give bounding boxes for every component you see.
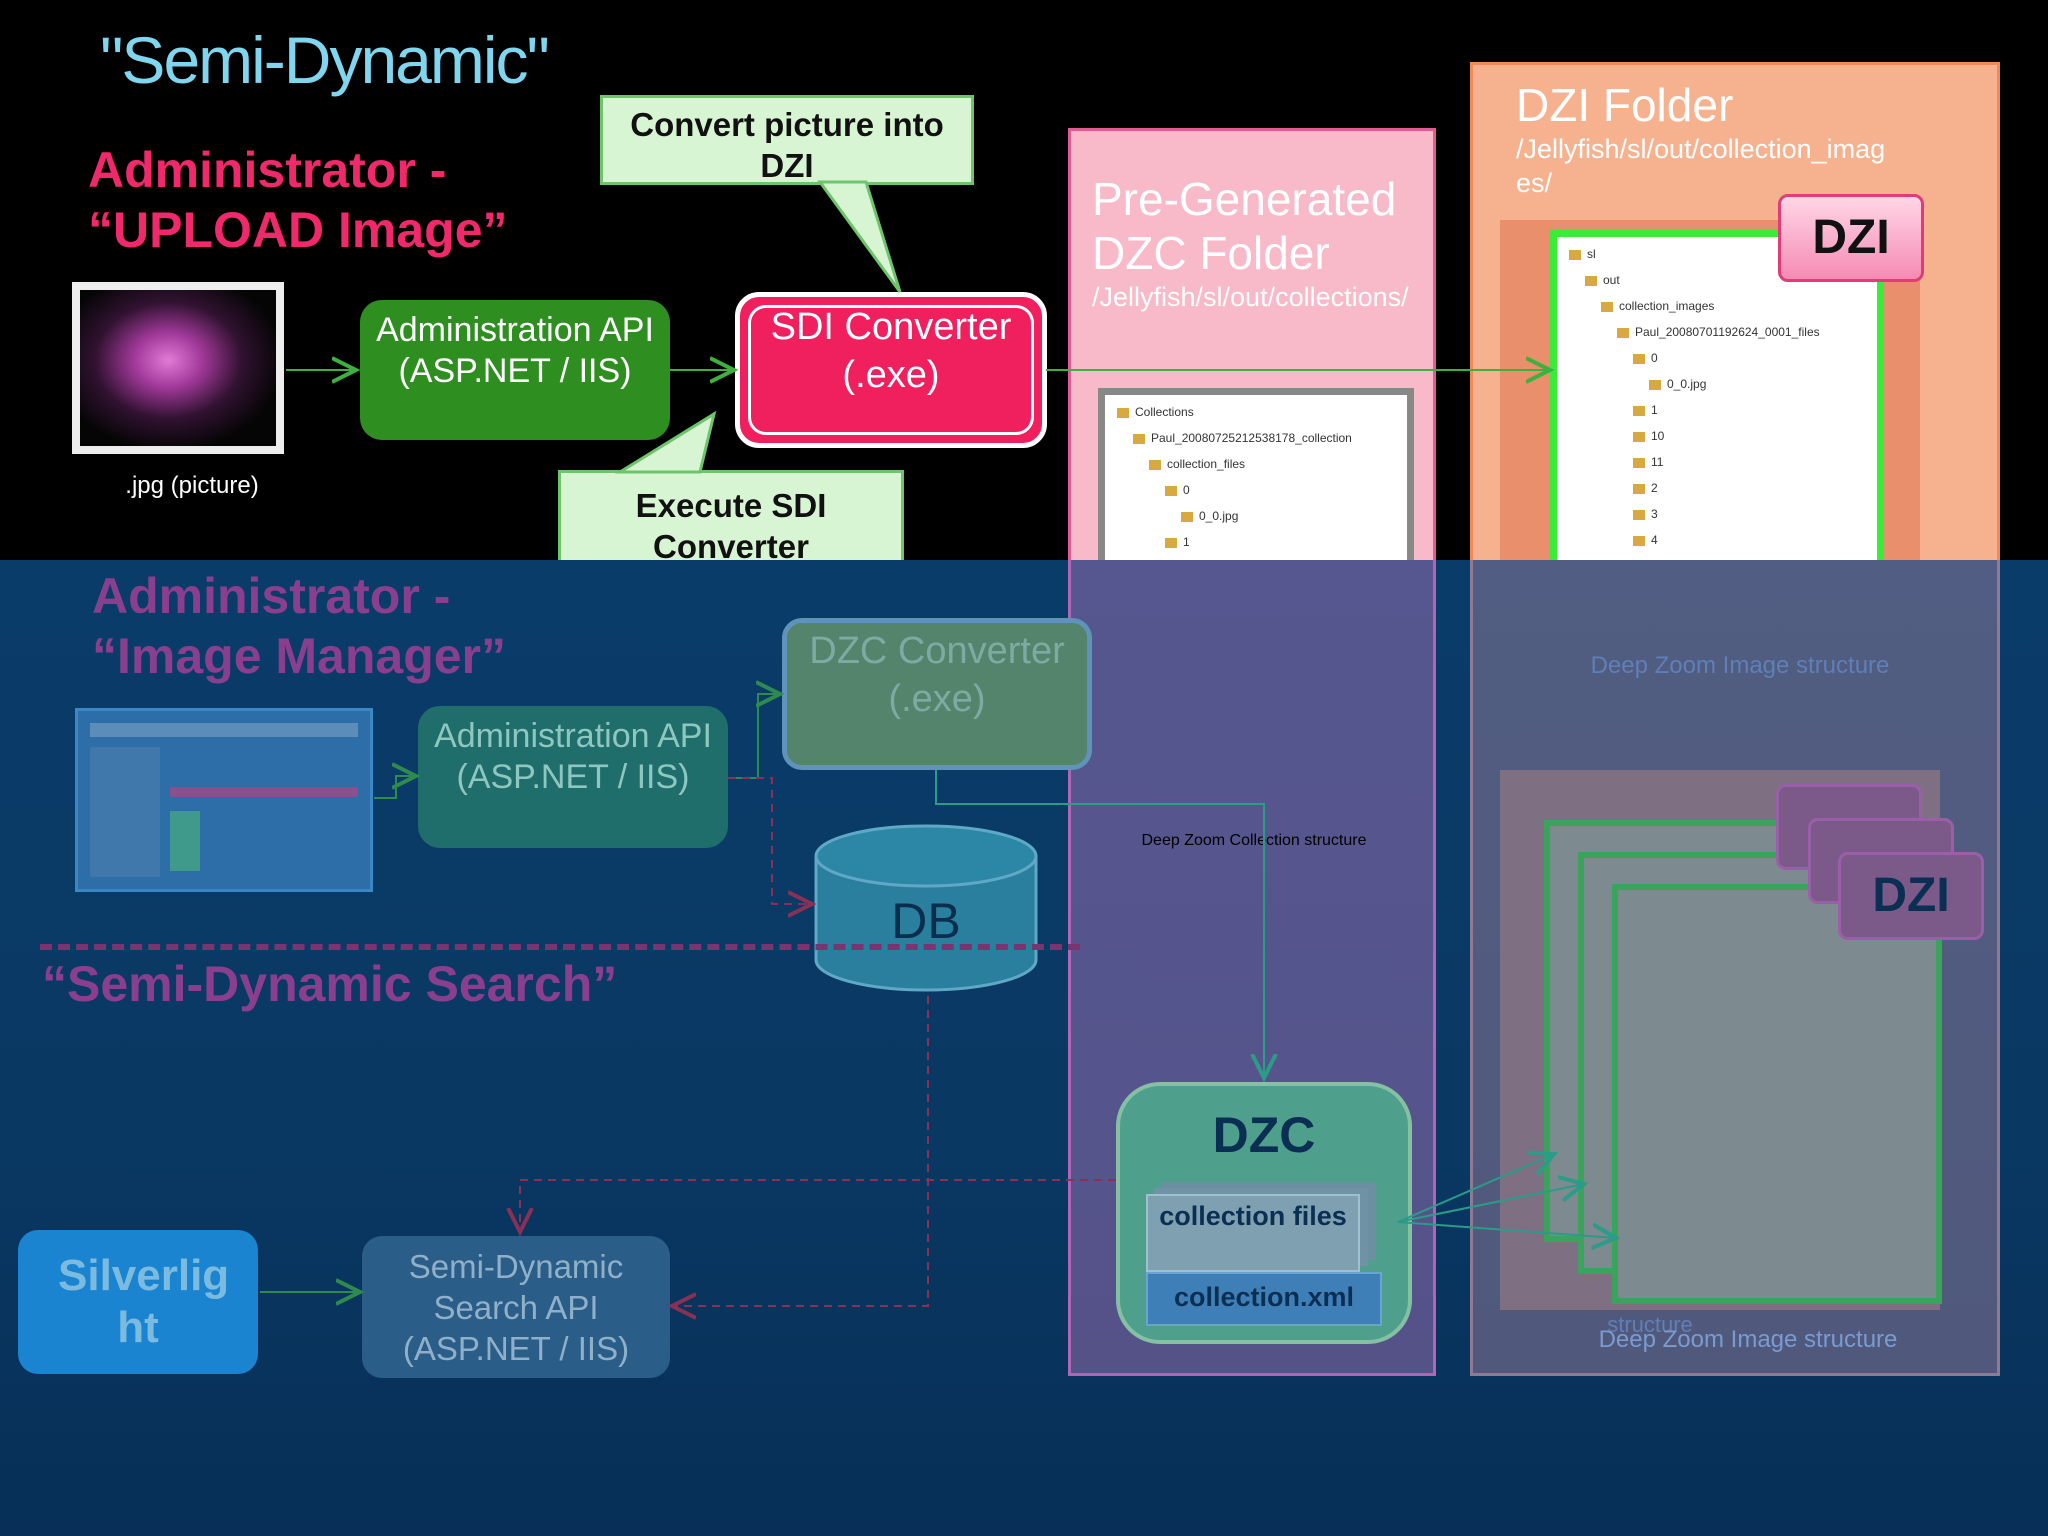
image-manager-heading: Administrator - “Image Manager” bbox=[92, 566, 506, 686]
dzc-tree-item: Collections bbox=[1117, 405, 1395, 427]
dzi-caption-bottom: Deep Zoom Image structure bbox=[1598, 1326, 1898, 1353]
upload-heading: Administrator - “UPLOAD Image” bbox=[88, 140, 508, 260]
folder-icon bbox=[1649, 379, 1661, 390]
dzc-tree-item: 1 bbox=[1117, 535, 1395, 557]
dzi-tree-item: 11 bbox=[1569, 455, 1865, 477]
dzc-tree-item: Paul_20080725212538178_collection bbox=[1117, 431, 1395, 453]
folder-icon bbox=[1633, 431, 1645, 442]
dzc-converter-label: DZC Converter (.exe) bbox=[809, 630, 1065, 720]
upload-heading-line1: Administrator - bbox=[88, 142, 447, 198]
dzc-box: DZC collection files collection.xml bbox=[1116, 1082, 1412, 1344]
folder-icon bbox=[1133, 433, 1145, 444]
folder-icon bbox=[1633, 353, 1645, 364]
folder-icon bbox=[1633, 509, 1645, 520]
sdi-converter-label: SDI Converter (.exe) bbox=[770, 306, 1012, 396]
folder-icon bbox=[1633, 483, 1645, 494]
dzi-tree-item: out bbox=[1569, 273, 1865, 295]
sdi-converter-box: SDI Converter (.exe) bbox=[735, 292, 1047, 448]
callout-execute: Execute SDI Converter bbox=[558, 470, 904, 574]
db-label: DB bbox=[891, 893, 961, 949]
folder-icon bbox=[1633, 457, 1645, 468]
collection-xml-label: collection.xml bbox=[1146, 1272, 1382, 1326]
image-manager-heading-line1: Administrator - bbox=[92, 568, 451, 624]
folder-icon bbox=[1181, 511, 1193, 522]
dzc-folder-path: /Jellyfish/sl/out/collections/ bbox=[1092, 282, 1409, 312]
dzi-tree-item: Paul_20080701192624_0001_files bbox=[1569, 325, 1865, 347]
dzi-caption-ghost: structure bbox=[1607, 1312, 1693, 1337]
page-title: "Semi-Dynamic" bbox=[100, 23, 550, 97]
dzi-tree-item: 3 bbox=[1569, 507, 1865, 529]
folder-icon bbox=[1165, 485, 1177, 496]
dzi-stack-page-3 bbox=[1612, 884, 1942, 1304]
collection-files-label: collection files bbox=[1159, 1201, 1347, 1231]
folder-icon bbox=[1165, 537, 1177, 548]
dzc-label: DZC bbox=[1212, 1107, 1316, 1163]
folder-icon bbox=[1149, 459, 1161, 470]
dzi-folder-path: /Jellyfish/sl/out/collection_imag es/ bbox=[1516, 134, 1886, 198]
dzc-tree-item: 0 bbox=[1117, 483, 1395, 505]
image-manager-heading-line2: “Image Manager” bbox=[92, 628, 507, 684]
dzi-tree-item: 0_0.jpg bbox=[1569, 377, 1865, 399]
dzc-converter-box: DZC Converter (.exe) bbox=[782, 618, 1092, 770]
dzi-caption-top: Deep Zoom Image structure bbox=[1590, 652, 1890, 679]
upload-heading-line2: “UPLOAD Image” bbox=[88, 202, 508, 258]
folder-icon bbox=[1617, 327, 1629, 338]
search-heading: “Semi-Dynamic Search” bbox=[42, 956, 618, 1012]
jellyfish-picture bbox=[72, 282, 284, 454]
folder-icon bbox=[1569, 249, 1581, 260]
search-api-box: Semi-Dynamic Search API (ASP.NET / IIS) bbox=[362, 1236, 670, 1378]
dzi-folder-title: DZI Folder bbox=[1516, 79, 1734, 131]
section-divider bbox=[40, 944, 1080, 950]
callout-convert: Convert picture into DZI bbox=[600, 95, 974, 185]
folder-icon bbox=[1585, 275, 1597, 286]
dzc-caption: Deep Zoom Collection structure bbox=[1141, 832, 1367, 849]
dzi-tree-item: collection_images bbox=[1569, 299, 1865, 321]
callout-execute-tail bbox=[614, 410, 717, 474]
image-manager-screenshot bbox=[75, 708, 373, 892]
dzi-tree-item: 2 bbox=[1569, 481, 1865, 503]
collection-files-stack: collection files bbox=[1146, 1194, 1360, 1272]
admin-api-box: Administration API (ASP.NET / IIS) bbox=[360, 300, 670, 440]
silverlight-box: Silverlig ht bbox=[18, 1230, 258, 1374]
dzi-badge-stack-3: DZI bbox=[1838, 852, 1984, 940]
folder-icon bbox=[1117, 407, 1129, 418]
dzc-tree-item: collection_files bbox=[1117, 457, 1395, 479]
dzi-tree-item: sl bbox=[1569, 247, 1865, 269]
dzi-tree-item: 1 bbox=[1569, 403, 1865, 425]
dzi-tree-item: 4 bbox=[1569, 533, 1865, 555]
dzi-tree-item: 0 bbox=[1569, 351, 1865, 373]
picture-caption: .jpg (picture) bbox=[125, 472, 259, 499]
folder-icon bbox=[1633, 535, 1645, 546]
image-manager-api-box: Administration API (ASP.NET / IIS) bbox=[418, 706, 728, 848]
dzc-folder-title: Pre-Generated DZC Folder bbox=[1092, 173, 1397, 279]
dzi-tree-item: 10 bbox=[1569, 429, 1865, 451]
folder-icon bbox=[1633, 405, 1645, 416]
callout-convert-tail bbox=[817, 180, 902, 293]
dzi-badge-top: DZI bbox=[1778, 194, 1924, 282]
dzc-tree-item: 0_0.jpg bbox=[1117, 509, 1395, 531]
folder-icon bbox=[1601, 301, 1613, 312]
